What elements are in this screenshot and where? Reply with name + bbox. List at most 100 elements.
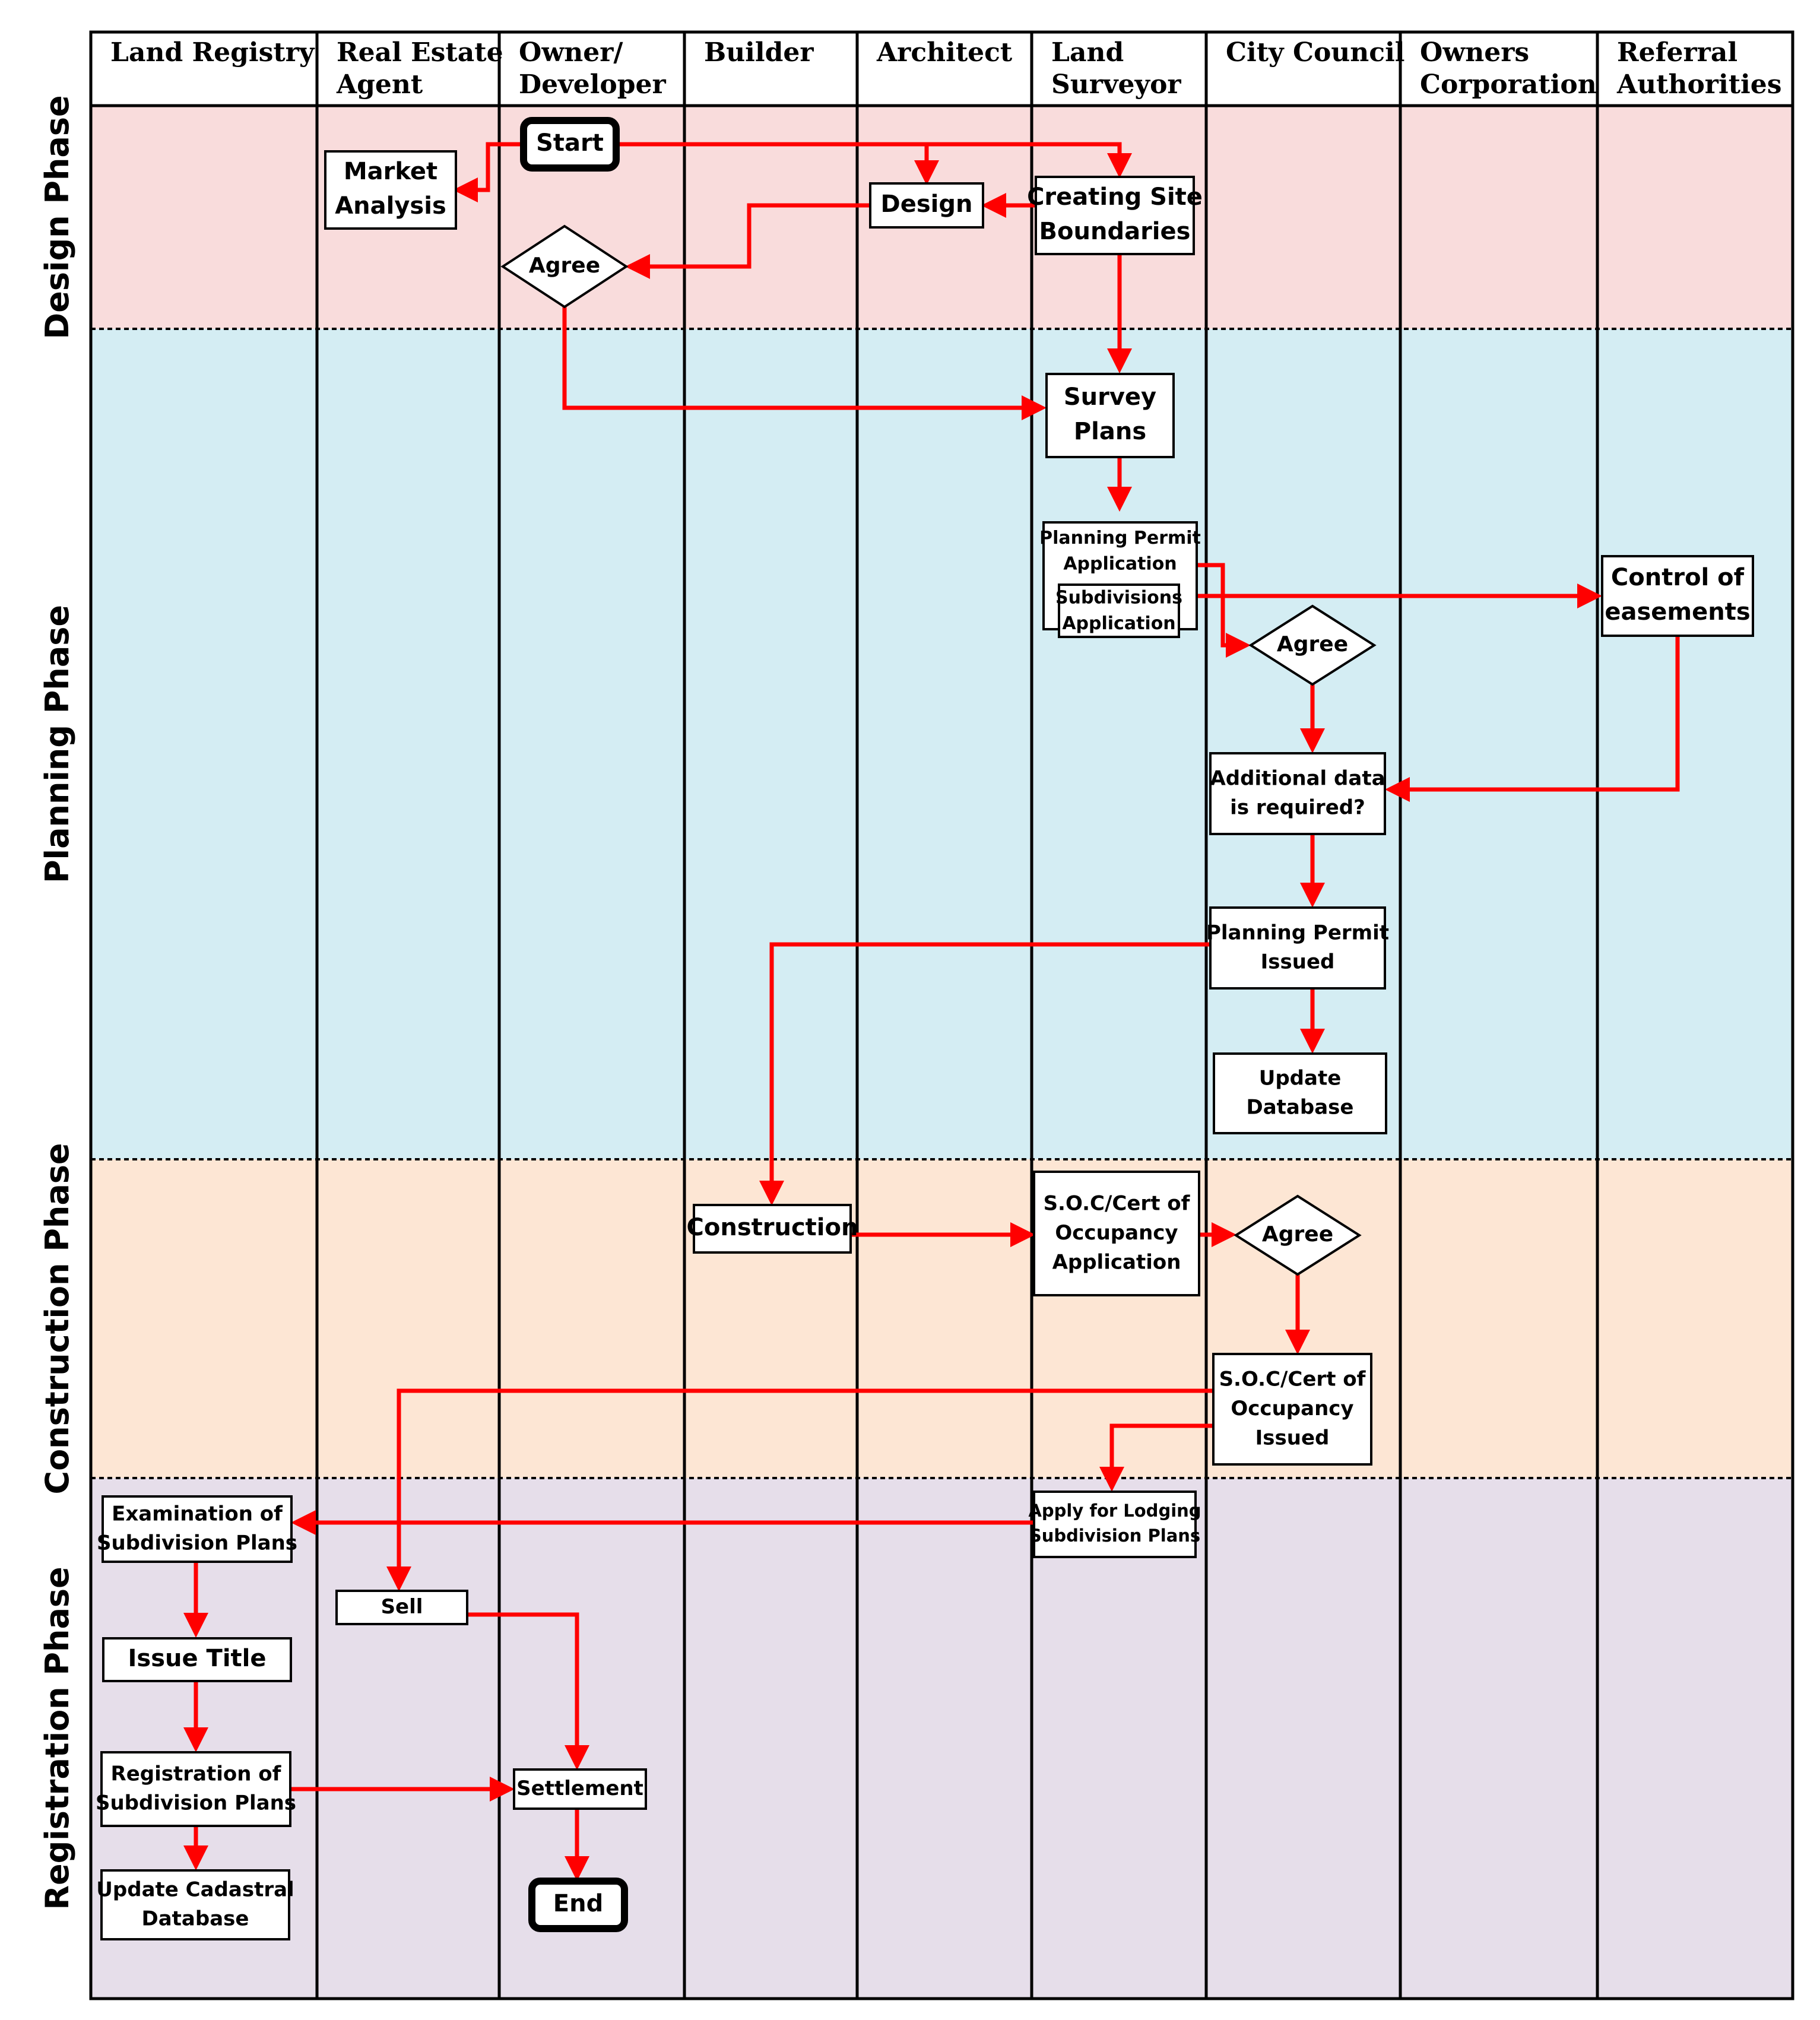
connector-start-to-creating-site-boundaries [927,142,1132,178]
connector-sell-to-settlement [467,1612,589,1770]
phase-band-registration [91,1478,1793,1999]
node-shape [520,117,620,172]
node-agree-planning: Agree [1248,604,1377,686]
phase-label-construction: Construction Phase [39,1143,76,1494]
node-shape [693,1204,852,1254]
node-shape [500,224,629,309]
connector-control-of-easements-to-additional-data [1385,636,1680,802]
node-shape [528,1878,628,1932]
lane-header-land-registry: Land Registry [110,37,315,68]
node-end: End [528,1878,628,1932]
phase-label-registration: Registration Phase [39,1566,76,1910]
node-design: Design [869,182,984,229]
connector-design-to-agree-design [625,203,870,279]
node-shape [102,1637,292,1682]
node-shape [1212,1353,1372,1466]
node-shape [869,182,984,229]
node-shape [1058,584,1180,638]
node-label: Settlement [516,1777,643,1800]
node-shape [1209,752,1386,835]
lane-header-builder: Builder [704,37,814,68]
lane-grid [89,30,1794,2000]
connector-planning-permit-application-to-agree-planning [1197,563,1251,658]
phase-label-design: Design Phase [39,95,76,339]
node-shape [1045,373,1175,458]
node-shape [1234,1194,1362,1276]
phase-band-construction [91,1159,1793,1478]
connector-agree-design-to-survey-plans [562,307,1047,420]
node-shape [1209,906,1386,990]
node-construction: Construction [687,1204,858,1254]
node-shape [1035,176,1195,255]
node-shape [335,1590,468,1625]
phase-bands [91,106,1793,1999]
node-shape [1248,604,1377,686]
node-issue-title: Issue Title [102,1637,292,1682]
node-shape [1033,1171,1200,1296]
node-shape [102,1495,293,1563]
node-label: Agree [529,253,600,278]
connector-soc-issued-to-apply-lodging [1099,1423,1213,1492]
node-label: Sell [381,1595,423,1619]
node-start: Start [520,117,620,172]
node-shape [324,150,457,230]
node-label: Issue Title [128,1645,267,1672]
node-shape [1033,1491,1197,1558]
node-shape [1213,1052,1387,1134]
lane-header-owner-developer: Owner/Developer [519,37,667,100]
node-label: End [553,1890,603,1917]
node-label: Start [536,129,604,157]
connector-planning-permit-issued-to-construction [759,942,1217,1206]
node-shape [1601,555,1754,637]
node-shape [513,1768,647,1810]
node-label: Agree [1277,632,1348,657]
phase-label-planning: Planning Phase [39,605,76,883]
phase-band-planning [91,329,1793,1159]
node-label: Design [881,191,973,218]
lane-header-city-council: City Council [1226,37,1405,68]
connector-start-to-market-analysis [453,142,524,202]
node-agree-construction: Agree [1234,1194,1362,1276]
lane-header-architect: Architect [876,37,1013,68]
node-shape [100,1869,290,1940]
node-label: Construction [687,1214,858,1241]
connectors [183,142,1680,1881]
node-agree-design: Agree [500,224,629,309]
node-shape [100,1751,291,1827]
